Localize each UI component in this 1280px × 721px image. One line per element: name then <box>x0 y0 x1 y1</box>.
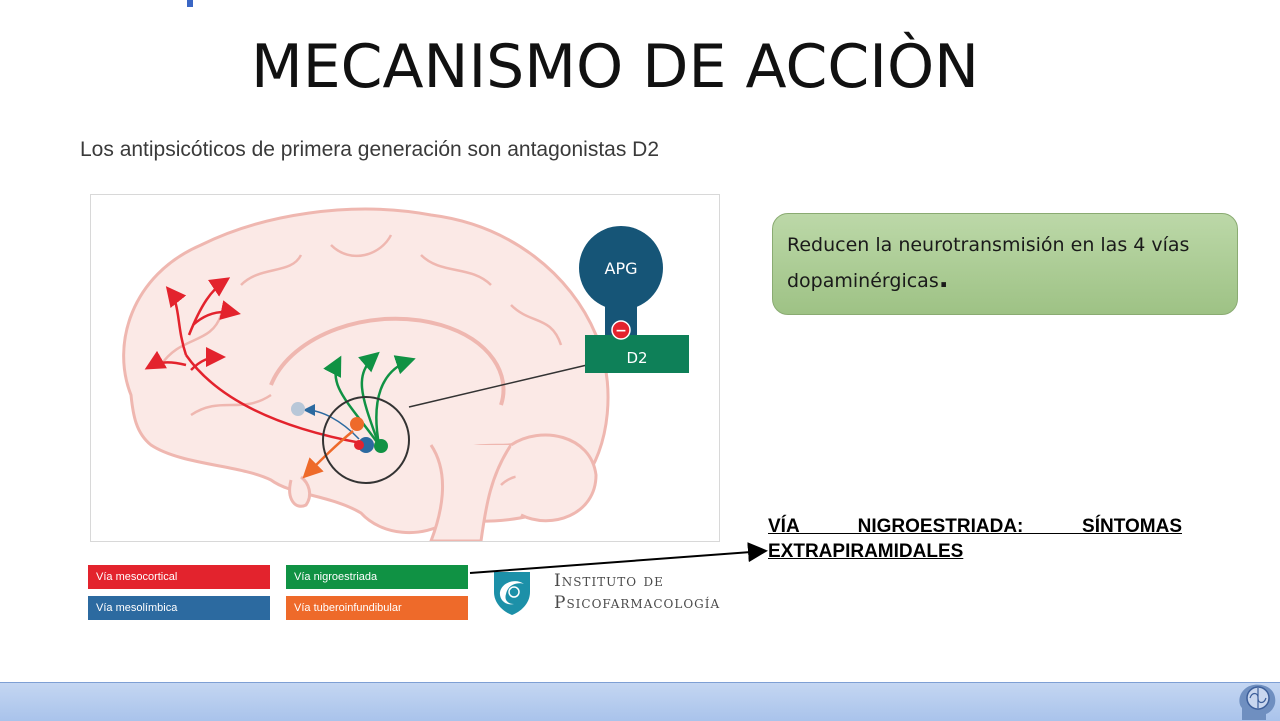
mesocortical-branch-2 <box>187 277 231 336</box>
pathway-legend: Vía mesocortical Vía nigroestriada Vía m… <box>88 565 472 621</box>
summary-callout: Reducen la neurotransmisión en las 4 vía… <box>772 213 1238 315</box>
head-brain-icon <box>1239 684 1276 720</box>
logo-line-1: Instituto de <box>554 571 664 591</box>
nigroestriada-path-1 <box>323 355 381 446</box>
mesocortical-branch-5 <box>190 347 226 371</box>
legend-item-nigroestriada: Vía nigroestriada <box>286 565 468 589</box>
d2-box <box>585 335 689 373</box>
cerebellum <box>510 433 598 523</box>
apg-label: APG <box>605 259 638 278</box>
d2-label: D2 <box>626 349 647 367</box>
logo-wordmark: Instituto de Psicofarmacología <box>554 570 720 614</box>
mesocortical-branch-4 <box>144 350 187 370</box>
mesolimbica-path <box>303 404 360 440</box>
apg-circle <box>579 226 663 310</box>
legend-item-tuberoinfundibular: Vía tuberoinfundibular <box>286 596 468 620</box>
slide-subtitle: Los antipsicóticos de primera generación… <box>80 138 660 161</box>
mesocortical-branch-1 <box>165 286 188 356</box>
footer-bar <box>0 682 1280 721</box>
logo-line-2: Psicofarmacología <box>554 593 721 613</box>
pituitary <box>288 475 312 508</box>
mesocortical-path <box>184 354 362 445</box>
midbrain-zoom-circle <box>322 396 410 484</box>
legend-item-mesocortical: Vía mesocortical <box>88 565 270 589</box>
zoom-connector-line <box>408 364 588 408</box>
legend-item-mesolimbica: Vía mesolímbica <box>88 596 270 620</box>
callout-period: . <box>938 264 949 294</box>
tuberoinfundibular-path <box>302 430 354 479</box>
corpus-callosum <box>269 316 506 406</box>
lateral-ventricle-dot <box>291 402 305 416</box>
slide-title: MECANISMO DE ACCIÒN <box>250 32 980 102</box>
nigroestriada-path-3 <box>375 355 416 446</box>
institute-logo: Instituto de Psicofarmacología <box>488 568 748 618</box>
nigroestriada-path-2 <box>358 351 381 446</box>
minus-icon <box>611 320 631 340</box>
nigrostriatal-annotation: VÍA NIGROESTRIADA: SÍNTOMAS EXTRAPIRAMID… <box>768 514 1182 564</box>
annotation-line-2: EXTRAPIRAMIDALES <box>768 541 964 562</box>
annotation-line-1: VÍA NIGROESTRIADA: SÍNTOMAS <box>768 516 1182 537</box>
corner-mark <box>187 0 193 7</box>
substantia-nigra-dot <box>374 439 388 453</box>
brain-diagram: − APG D2 <box>122 207 689 541</box>
mesocortical-branch-3 <box>192 300 241 326</box>
minus-symbol: − <box>615 323 627 339</box>
shield-logo-icon <box>494 572 530 615</box>
vta-orange-dot <box>350 417 364 431</box>
brainstem <box>429 444 513 541</box>
vta-red-dot <box>354 440 364 450</box>
callout-text: Reducen la neurotransmisión en las 4 vía… <box>787 234 1190 292</box>
brain-figure: − APG D2 <box>90 194 720 542</box>
